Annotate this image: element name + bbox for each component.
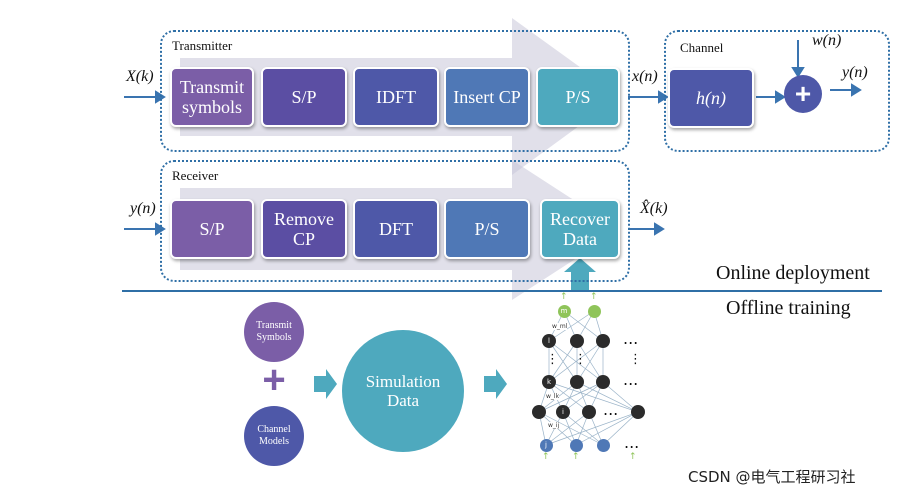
rx-sp-block: S/P [170, 199, 254, 259]
weight-label: w_lk [546, 393, 560, 400]
csdn-watermark: CSDN @电气工程研习社 [688, 468, 856, 486]
network-vertical-dots: ⋮ [546, 352, 559, 367]
network-edge [538, 381, 604, 413]
plus-sign: + [262, 358, 286, 402]
rx-output-signal: X̂(k) [640, 200, 668, 217]
transmitter-section [160, 30, 630, 152]
transmitter-label: Transmitter [172, 38, 233, 53]
rx-input-signal: y(n) [130, 200, 156, 217]
tx-insert-cp-block: Insert CP [444, 67, 530, 127]
network-edge [576, 340, 604, 383]
channel-models-circle: Channel Models [244, 406, 304, 466]
training-arrow-1 [314, 369, 337, 399]
training-arrow-2 [484, 369, 507, 399]
input-node: j [539, 438, 553, 452]
channel-response-block: h(n) [668, 68, 754, 128]
receiver-section [160, 160, 630, 282]
rx-remove-cp-block: Remove CP [261, 199, 347, 259]
network-up-arrow-icon: ↑ [560, 292, 568, 302]
simulation-data-circle: Simulation Data [342, 330, 464, 452]
network-edge [545, 411, 590, 446]
network-edge [548, 381, 639, 413]
channel-output-signal: y(n) [842, 64, 868, 81]
hidden-low-node: i [556, 405, 570, 419]
output-node: m [557, 304, 571, 318]
network-ellipsis: ... [623, 329, 639, 348]
hidden-low-node [582, 405, 596, 419]
network-edge [562, 411, 604, 446]
noise-signal: w(n) [812, 32, 842, 49]
tx-ps-block: P/S [536, 67, 620, 127]
network-up-arrow-icon: ↑ [542, 452, 550, 462]
network-edge [562, 381, 604, 413]
network-edge [548, 340, 604, 383]
network-edge [575, 411, 639, 446]
network-ellipsis: ... [623, 370, 639, 389]
network-edge [548, 310, 595, 342]
input-node [569, 438, 583, 452]
transmit-symbols-circle: Transmit Symbols [244, 302, 304, 362]
input-node [596, 438, 610, 452]
channel-label: Channel [680, 40, 724, 55]
hidden-low-node [532, 405, 546, 419]
offline-training-label: Offline training [726, 297, 851, 319]
hidden-top-node [570, 334, 584, 348]
network-vertical-dots: ⋮ [574, 352, 587, 367]
network-edge [548, 340, 578, 383]
network-ellipsis: ... [603, 400, 619, 419]
hidden-mid-node [596, 375, 610, 389]
network-up-arrow-icon: ↑ [572, 452, 580, 462]
channel-section [664, 30, 890, 152]
network-ellipsis: ... [624, 433, 640, 452]
network-up-arrow-icon: ↑ [590, 292, 598, 302]
tx-idft-block: IDFT [353, 67, 439, 127]
hidden-low-node [631, 405, 645, 419]
network-up-arrow-icon: ↑ [629, 452, 637, 462]
adder-node: + [784, 75, 822, 113]
tx-transmit-symbols-block: Transmit symbols [170, 67, 254, 127]
weight-label: w_ml [552, 323, 568, 330]
network-edge [538, 411, 604, 446]
network-to-receiver-arrow [564, 258, 596, 290]
network-edge [576, 381, 639, 413]
rx-dft-block: DFT [353, 199, 439, 259]
hidden-top-node: l [542, 334, 556, 348]
online-deployment-label: Online deployment [716, 262, 870, 284]
tx-sp-block: S/P [261, 67, 347, 127]
hidden-mid-node [570, 375, 584, 389]
hidden-top-node [596, 334, 610, 348]
hidden-mid-node: k [542, 375, 556, 389]
weight-label: w_ij [548, 422, 560, 429]
network-edge [602, 411, 639, 446]
receiver-label: Receiver [172, 168, 219, 183]
tx-input-signal: X(k) [126, 68, 154, 85]
rx-ps-block: P/S [444, 199, 530, 259]
tx-output-signal: x(n) [632, 68, 658, 85]
output-node [587, 304, 601, 318]
network-vertical-dots: ⋮ [629, 352, 642, 367]
rx-recover-data-block: Recover Data [540, 199, 620, 259]
network-edge [545, 411, 639, 446]
